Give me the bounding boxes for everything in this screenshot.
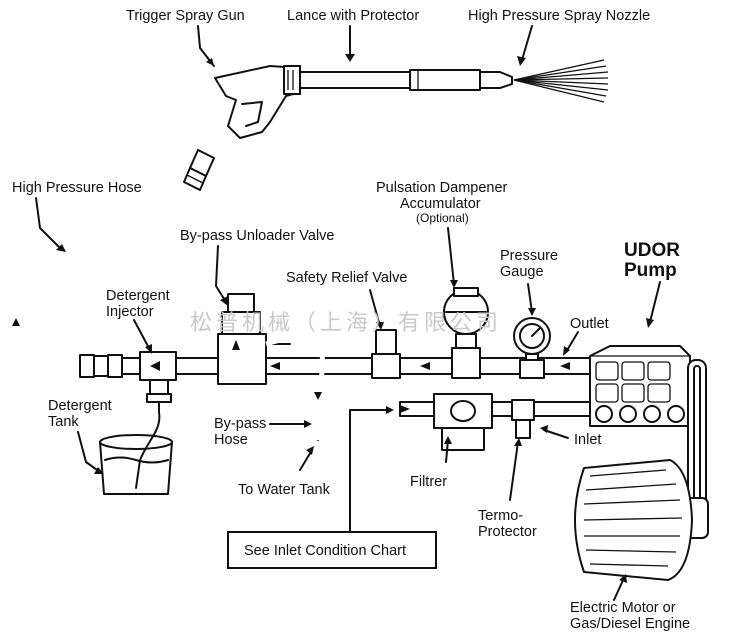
label-detergent-injector-1: Detergent [106, 288, 170, 304]
flow-arrow-main-3 [560, 362, 570, 370]
label-filter: Filtrer [410, 474, 447, 490]
label-pulsation-dampener-2: Accumulator [400, 196, 481, 212]
trigger-spray-gun [214, 65, 301, 139]
termo-protector [511, 399, 535, 439]
safety-relief-valve [371, 329, 401, 379]
pressure-gauge [513, 317, 551, 379]
label-bypass-hose-2: Hose [214, 432, 248, 448]
label-outlet: Outlet [570, 316, 609, 332]
flow-arrow-inlet [400, 405, 410, 413]
high-pressure-spray-nozzle [479, 59, 609, 103]
flow-arrow-bypass [314, 392, 322, 400]
label-inlet: Inlet [574, 432, 601, 448]
udor-pump [589, 345, 691, 427]
pulsation-dampener-accumulator [443, 287, 489, 379]
flow-arrow-main-1 [420, 362, 430, 370]
label-lance-with-protector: Lance with Protector [287, 8, 419, 24]
label-detergent-tank-2: Tank [48, 414, 79, 430]
inlet-condition-chart-box[interactable] [227, 531, 437, 569]
flow-arrow-hose [12, 318, 20, 326]
lance-with-protector [299, 69, 481, 91]
leader-arrows [35, 25, 661, 601]
label-termo-protector-2: Protector [478, 524, 537, 540]
label-motor-1: Electric Motor or [570, 600, 676, 616]
hose-coupling-lower [79, 354, 123, 378]
label-see-inlet-condition-chart[interactable]: See Inlet Condition Chart [244, 543, 406, 559]
hose-fitting-upper [183, 149, 215, 191]
label-udor: UDOR [624, 240, 680, 261]
label-bypass-hose-1: By-pass [214, 416, 266, 432]
flow-arrow-main-2 [270, 362, 280, 370]
label-pump: Pump [624, 260, 677, 281]
label-high-pressure-spray-nozzle: High Pressure Spray Nozzle [468, 8, 650, 24]
label-pressure-gauge-1: Pressure [500, 248, 558, 264]
filter [433, 393, 493, 451]
electric-motor [574, 459, 693, 581]
label-detergent-tank-1: Detergent [48, 398, 112, 414]
detergent-injector [139, 351, 177, 413]
label-safety-relief-valve: Safety Relief Valve [286, 270, 407, 286]
watermark: 松普机械（上海）有限公司 [190, 311, 502, 336]
label-termo-protector-1: Termo- [478, 508, 523, 524]
label-pulsation-dampener-optional: (Optional) [416, 211, 469, 225]
label-pulsation-dampener-1: Pulsation Dampener [376, 180, 508, 196]
label-bypass-unloader-valve: By-pass Unloader Valve [180, 228, 334, 244]
label-high-pressure-hose: High Pressure Hose [12, 180, 142, 196]
inlet-pipe [399, 401, 591, 417]
bypass-hose [265, 335, 326, 441]
label-pressure-gauge-2: Gauge [500, 264, 544, 280]
bypass-unloader-valve [217, 293, 291, 385]
label-trigger-spray-gun: Trigger Spray Gun [126, 8, 245, 24]
label-detergent-injector-2: Injector [106, 304, 154, 320]
label-to-water-tank: To Water Tank [238, 482, 331, 498]
label-motor-2: Gas/Diesel Engine [570, 616, 690, 632]
high-pressure-hose [10, 137, 215, 369]
detergent-tank [99, 411, 173, 495]
